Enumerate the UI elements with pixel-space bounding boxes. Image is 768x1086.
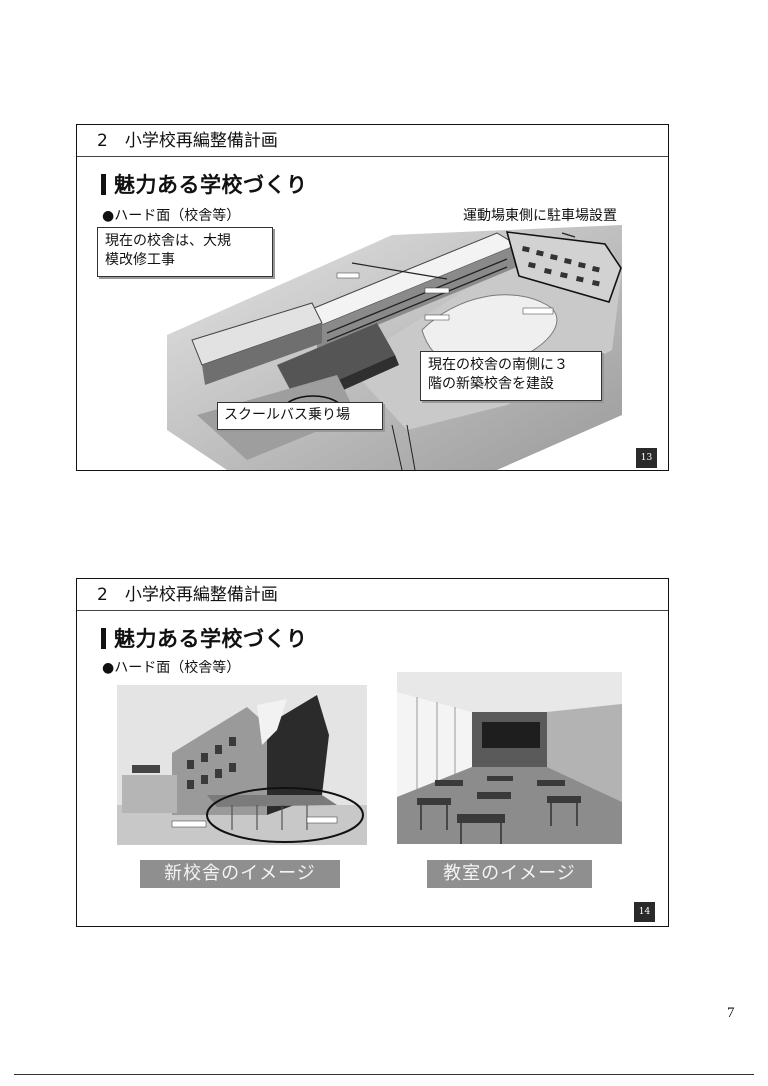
title-bar-icon xyxy=(101,174,106,195)
caption-new-building: 新校舎のイメージ xyxy=(140,860,340,888)
aerial-school-image xyxy=(167,225,622,470)
callout-bus-stop: スクールバス乗り場 xyxy=(217,402,383,430)
footer-rule xyxy=(14,1074,754,1075)
callout-parking: 運動場東側に駐車場設置 xyxy=(463,208,617,224)
page-number: 7 xyxy=(727,1005,735,1021)
slide-section-header: 2 小学校再編整備計画 xyxy=(77,579,668,611)
callout-renovation: 現在の校舎は、大規 模改修工事 xyxy=(97,227,273,277)
slide-14: 2 小学校再編整備計画 魅力ある学校づくり ●ハード面（校舎等） 新校舎のイメー… xyxy=(76,578,669,927)
callout-new-building: 現在の校舎の南側に３ 階の新築校舎を建設 xyxy=(420,351,602,401)
slide-title-text: 魅力ある学校づくり xyxy=(114,173,308,197)
new-building-image xyxy=(117,685,367,845)
slide-13: 2 小学校再編整備計画 魅力ある学校づくり ●ハード面（校舎等） xyxy=(76,124,669,471)
classroom-image xyxy=(397,672,622,844)
slide-subhead: ●ハード面（校舎等） xyxy=(102,660,241,676)
parking-lot-inset-image xyxy=(505,231,622,303)
slide-title: 魅力ある学校づくり xyxy=(101,623,308,653)
slide-page-badge: 13 xyxy=(636,448,657,468)
slide-section-header: 2 小学校再編整備計画 xyxy=(77,125,668,157)
slide-subhead: ●ハード面（校舎等） xyxy=(102,208,241,224)
title-bar-icon xyxy=(101,628,106,649)
slide-title-text: 魅力ある学校づくり xyxy=(114,627,308,651)
slide-page-badge: 14 xyxy=(634,902,655,922)
slide-title: 魅力ある学校づくり xyxy=(101,169,308,199)
caption-classroom: 教室のイメージ xyxy=(427,860,592,888)
